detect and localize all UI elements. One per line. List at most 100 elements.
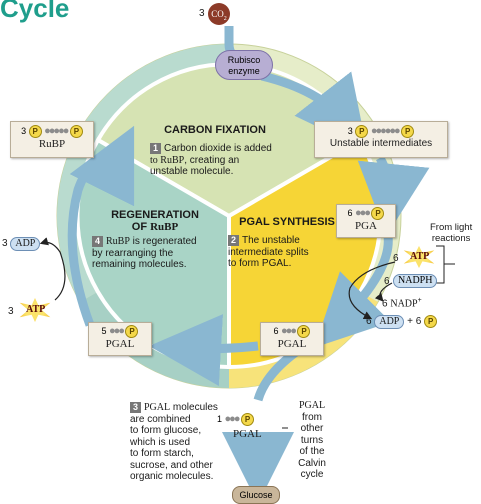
co2-sub: 2 <box>223 15 227 22</box>
pgal-other-line2: from <box>302 411 322 423</box>
pgal-synthesis-line3: to form PGAL. <box>228 258 292 269</box>
carbon-fixation-line1: Carbon dioxide is added <box>164 143 272 154</box>
light-reactions-label: From light reactions <box>430 222 472 244</box>
regeneration-rubp: RuBP <box>106 236 130 247</box>
page-title: Cycle <box>0 0 70 23</box>
pgal-left-label: PGAL <box>105 338 135 351</box>
pga-box: 6 ●●● P PGA <box>336 204 396 238</box>
adp-right-pill: ADP <box>374 315 405 330</box>
carbon-chain-icon: ●●● <box>281 325 297 337</box>
phosphate-icon: P <box>28 125 42 139</box>
pgal-right-label: PGAL <box>277 338 307 351</box>
nadph-nadp-arrow <box>374 282 393 302</box>
co2-molecule: CO2 <box>208 3 230 25</box>
pgal-output-molecule: 1 ●●● P <box>217 413 254 427</box>
pgal-other-line5: of the <box>299 446 325 457</box>
step-4-badge: 4 <box>92 236 103 247</box>
rubp-label: RuBP <box>38 138 66 151</box>
carbon-chain-icon: ●●● <box>224 413 241 425</box>
pgal-synthesis-line1: The unstable <box>242 235 300 246</box>
co2-count: 3 <box>199 8 205 19</box>
glucose-capsule: Glucose <box>232 486 280 504</box>
rubp-box: 3 P ●●●●● P RuBP <box>10 121 94 158</box>
rubp-count: 3 <box>21 126 27 136</box>
arrow-pga-to-pgal <box>314 235 393 348</box>
carbon-fixation-line2: , creating an <box>184 154 240 166</box>
unstable-intermediates-box: 3 P ●●●●●● P Unstable intermediates <box>314 121 448 158</box>
light-reactions-bracket <box>436 245 455 284</box>
carbon-chain-icon: ●●● <box>355 207 371 219</box>
rubisco-line2: enzyme <box>228 66 260 76</box>
carbon-chain-icon: ●●●●●● <box>370 125 401 137</box>
arrow-fixation-to-intermediates <box>260 71 368 151</box>
rubisco-line1: Rubisco <box>227 55 261 65</box>
step-3-line1: molecules <box>170 402 218 413</box>
arrow-pgal-to-pgal <box>149 314 259 386</box>
atp-adp-right-arrow <box>348 261 396 320</box>
unstable-label: Unstable intermediates <box>329 138 433 150</box>
regeneration-title1: REGENERATION <box>111 209 199 221</box>
regeneration-title2: OF <box>131 221 151 233</box>
pgal-left-box: 5 ●●● P PGAL <box>88 322 152 356</box>
adp-right-plus: + 6 <box>407 316 422 328</box>
step-3-line6: sucrose, and other <box>130 459 213 471</box>
step-3-line5: to form starch, <box>130 448 194 459</box>
adp-right-group: 6 ADP + 6 P <box>366 315 438 330</box>
step-2-badge: 2 <box>228 235 239 246</box>
regeneration-title-rubp: RuBP <box>150 221 179 233</box>
adp-left-group: 3 ADP <box>2 237 41 251</box>
pgal-other-line6: Calvin <box>298 457 326 469</box>
pgal-left-count: 5 <box>101 326 107 336</box>
pgal-other-line1: PGAL <box>298 400 326 411</box>
arrow-to-rubp <box>69 125 135 207</box>
light-reactions-line1: From light <box>430 222 473 233</box>
regeneration-line3: remaining molecules. <box>92 259 187 270</box>
light-reactions-line2: reactions <box>431 233 471 244</box>
arrow-to-pga <box>357 155 430 236</box>
carbon-fixation-line3: unstable molecule. <box>150 166 234 177</box>
co2-label: CO <box>211 9 224 19</box>
adp-left-pill: ADP <box>10 237 41 251</box>
nadp-sup: + <box>417 297 422 304</box>
carbon-fixation-rubp: to RuBP <box>150 154 185 166</box>
regeneration-line2: by rearranging the <box>92 247 174 259</box>
carbon-fixation-title: CARBON FIXATION <box>164 124 266 136</box>
pgal-synthesis-title: PGAL SYNTHESIS <box>239 216 335 228</box>
nadph-pill: NADPH <box>393 274 438 288</box>
phosphate-icon: P <box>297 325 311 339</box>
phosphate-icon: P <box>125 325 139 339</box>
adp-left-count: 3 <box>2 238 8 249</box>
phosphate-icon: P <box>69 125 83 139</box>
step-3-line7: organic molecules. <box>130 471 214 482</box>
pgal-out-count: 1 <box>217 414 223 424</box>
phosphate-icon: P <box>355 125 369 139</box>
atp-right-count: 6 <box>393 253 399 264</box>
pgal-other-line7: cycle <box>300 469 324 480</box>
pgal-synthesis-line2: intermediate splits <box>228 246 309 258</box>
carbon-chain-icon: ●●●●● <box>44 125 69 137</box>
step-3-pgal: PGAL <box>144 402 171 413</box>
pgal-right-count: 6 <box>273 326 279 336</box>
pga-label: PGA <box>354 220 377 233</box>
atp-adp-left-arrow <box>39 237 66 301</box>
pga-count: 6 <box>347 208 353 218</box>
phosphate-icon: P <box>371 207 385 221</box>
pgal-out-label: PGAL <box>233 428 262 440</box>
phosphate-icon: P <box>401 125 415 139</box>
pgal-other-line4: turns <box>300 434 324 446</box>
step-3-badge: 3 <box>130 402 141 413</box>
carbon-chain-icon: ●●● <box>109 325 125 337</box>
pgal-right-box: 6 ●●● P PGAL <box>260 322 324 356</box>
step-1-badge: 1 <box>150 143 161 154</box>
nadp-label: 6 NADP+ <box>382 297 422 309</box>
step-3-line4: which is used <box>130 436 191 448</box>
regeneration-title: REGENERATION OF RuBP <box>100 209 210 233</box>
regeneration-line1: is regenerated <box>129 236 197 247</box>
pgal-other-line3: other <box>300 423 324 434</box>
adp-right-count: 6 <box>366 316 372 328</box>
